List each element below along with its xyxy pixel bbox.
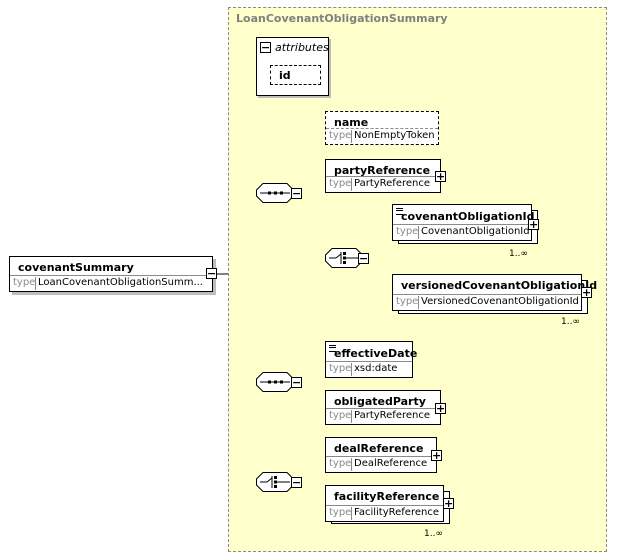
- type-value: PartyReference: [354, 410, 431, 421]
- attributes-group: − attributes id: [256, 37, 329, 96]
- type-label: type: [329, 507, 352, 518]
- type-divider: [351, 178, 352, 191]
- collapse-icon[interactable]: −: [206, 267, 217, 280]
- element-name: dealReference: [334, 442, 424, 455]
- type-value: VersionedCovenantObligationId: [421, 296, 579, 307]
- type-divider: [35, 277, 36, 290]
- documentation-icon: [396, 208, 403, 215]
- documentation-icon: [329, 345, 336, 352]
- element-name: covenantSummary: [18, 261, 134, 274]
- collapse-icon[interactable]: −: [291, 476, 302, 489]
- type-row: type FacilityReference: [326, 505, 443, 521]
- type-divider: [351, 130, 352, 143]
- type-value: LoanCovenantObligationSumm...: [38, 277, 203, 288]
- type-divider: [351, 507, 352, 520]
- element-deal-reference[interactable]: dealReference type DealReference: [325, 437, 437, 473]
- element-covenant-obligation-id[interactable]: covenantObligationId type CovenantObliga…: [392, 204, 535, 241]
- type-divider: [351, 458, 352, 471]
- expand-icon[interactable]: +: [443, 497, 454, 510]
- choice-compositor-icon[interactable]: [325, 248, 363, 268]
- collapse-icon[interactable]: −: [291, 187, 302, 200]
- element-name: partyReference: [334, 164, 431, 177]
- element-name: effectiveDate: [334, 347, 418, 360]
- type-divider: [418, 296, 419, 309]
- type-row: type PartyReference: [326, 176, 440, 192]
- collapse-icon[interactable]: −: [260, 41, 271, 54]
- element-party-reference[interactable]: partyReference type PartyReference: [325, 159, 441, 193]
- type-divider: [351, 410, 352, 423]
- collapse-icon[interactable]: −: [358, 252, 369, 265]
- type-value: NonEmptyToken: [354, 130, 435, 141]
- type-row: type PartyReference: [326, 408, 440, 424]
- collapse-icon[interactable]: −: [291, 376, 302, 389]
- type-row: type xsd:date: [326, 361, 412, 377]
- type-row: type NonEmptyToken: [326, 128, 438, 144]
- cardinality-label: 1..∞: [561, 317, 580, 327]
- type-divider: [418, 226, 419, 239]
- type-value: xsd:date: [354, 363, 398, 374]
- attribute-name: id: [279, 69, 291, 82]
- element-name: facilityReference: [334, 490, 440, 503]
- type-label: type: [329, 458, 352, 469]
- type-label: type: [329, 178, 352, 189]
- element-name-node[interactable]: name type NonEmptyToken: [325, 111, 439, 145]
- element-name: versionedCovenantObligationId: [401, 279, 598, 292]
- element-facility-reference[interactable]: facilityReference type FacilityReference: [325, 485, 444, 522]
- type-row: type DealReference: [326, 456, 436, 472]
- type-label: type: [396, 296, 419, 307]
- sequence-compositor-icon[interactable]: [256, 372, 294, 392]
- cardinality-label: 1..∞: [509, 249, 528, 259]
- type-label: type: [329, 130, 352, 141]
- element-name: obligatedParty: [334, 395, 426, 408]
- attribute-id[interactable]: id: [270, 65, 321, 85]
- complex-type-title: LoanCovenantObligationSummary: [236, 12, 448, 25]
- attributes-title: attributes: [275, 41, 329, 54]
- type-label: type: [13, 277, 36, 288]
- choice-compositor-icon[interactable]: [256, 472, 294, 492]
- type-row: type VersionedCovenantObligationId: [393, 294, 581, 310]
- type-value: PartyReference: [354, 178, 431, 189]
- element-covenant-summary[interactable]: covenantSummary type LoanCovenantObligat…: [9, 256, 213, 292]
- expand-icon[interactable]: +: [528, 218, 539, 231]
- element-name: name: [334, 116, 369, 129]
- expand-icon[interactable]: +: [435, 170, 446, 183]
- type-divider: [351, 363, 352, 376]
- sequence-compositor-icon[interactable]: [256, 183, 294, 203]
- element-name: covenantObligationId: [401, 210, 535, 223]
- element-versioned-covenant-obligation-id[interactable]: versionedCovenantObligationId type Versi…: [392, 274, 597, 311]
- expand-icon[interactable]: +: [435, 402, 446, 415]
- type-row: type CovenantObligationId: [393, 224, 531, 240]
- type-value: DealReference: [354, 458, 428, 469]
- cardinality-label: 1..∞: [424, 529, 443, 539]
- expand-icon[interactable]: +: [431, 449, 442, 462]
- type-label: type: [329, 410, 352, 421]
- type-value: FacilityReference: [354, 507, 439, 518]
- type-label: type: [396, 226, 419, 237]
- element-obligated-party[interactable]: obligatedParty type PartyReference: [325, 390, 441, 425]
- element-effective-date[interactable]: effectiveDate type xsd:date: [325, 341, 417, 378]
- type-row: type LoanCovenantObligationSumm...: [10, 275, 212, 291]
- type-value: CovenantObligationId: [421, 226, 530, 237]
- type-label: type: [329, 363, 352, 374]
- expand-icon[interactable]: +: [581, 286, 592, 299]
